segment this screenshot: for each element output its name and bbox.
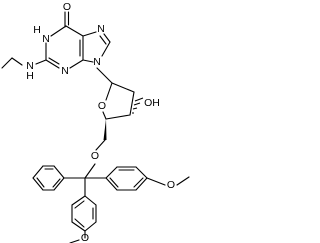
methoxy-oxygen-label-right: O bbox=[167, 179, 175, 191]
amine-nitrogen-label: N bbox=[26, 60, 34, 72]
n9-nitrogen-label: N bbox=[93, 56, 101, 68]
carbonyl-oxygen-label: O bbox=[63, 1, 71, 13]
n1-hydrogen-label: H bbox=[33, 24, 41, 36]
atom-labels: O H N N N H N N O OH O O O bbox=[26, 1, 175, 243]
amine-hydrogen-label: H bbox=[26, 70, 34, 82]
methoxy-oxygen-label-bottom: O bbox=[81, 232, 89, 243]
stereo-bonds bbox=[103, 97, 144, 140]
ether-oxygen-label: O bbox=[91, 150, 99, 162]
ring-oxygen-label: O bbox=[98, 100, 106, 112]
n3-nitrogen-label: N bbox=[61, 65, 69, 77]
chemical-structure-diagram: O H N N N H N N O OH O O O bbox=[1, 1, 190, 243]
n7-nitrogen-label: N bbox=[97, 23, 105, 35]
bond-lines bbox=[1, 11, 190, 243]
hydroxyl-label: OH bbox=[144, 97, 160, 109]
n1-nitrogen-label: N bbox=[42, 33, 50, 45]
